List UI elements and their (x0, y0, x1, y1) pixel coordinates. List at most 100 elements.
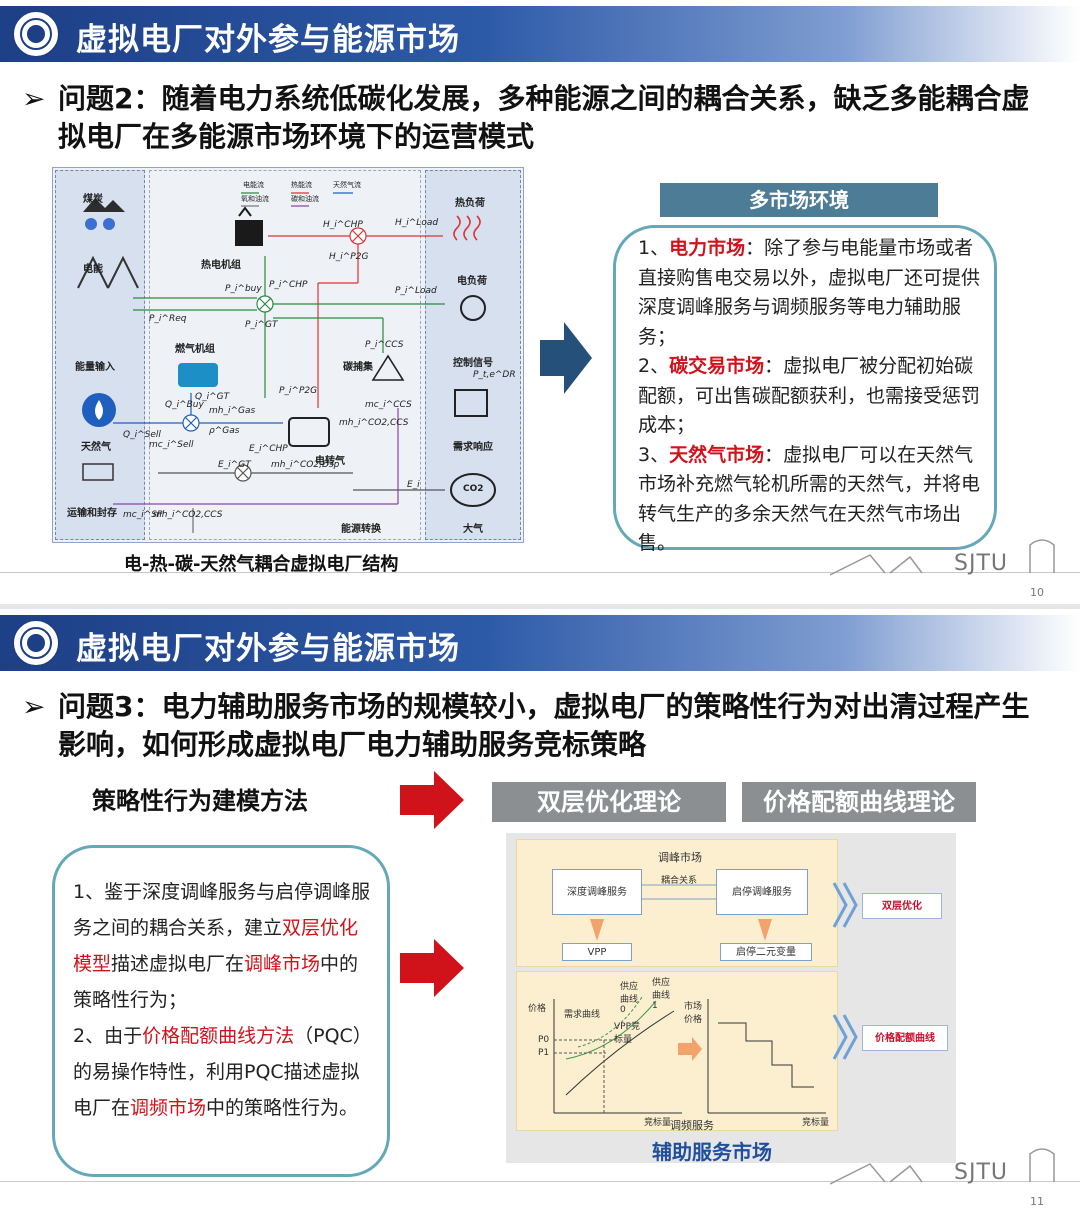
peak-market-label: 调峰市场 (658, 851, 702, 864)
header-bar: 虚拟电厂对外参与能源市场 (0, 6, 1080, 62)
output-column (425, 170, 521, 540)
campus-skyline-icon (830, 539, 1055, 576)
p0-label: P0 (538, 1035, 550, 1045)
legend-gas: 天然气流 (333, 181, 361, 189)
pqc-theory-tag: 价格配额曲线理论 (742, 782, 976, 822)
label-heat-load: 热负荷 (455, 198, 485, 209)
sym-6: P_i^Load (395, 286, 437, 296)
sym-21: mh_i^CO2,CCS (153, 510, 223, 520)
sym-2: H_i^Load (395, 218, 439, 228)
multi-market-tag: 多市场环境 (660, 183, 938, 217)
university-logo-icon (12, 10, 60, 58)
label-ccs: 碳捕集 (343, 362, 373, 373)
label-elec-load: 电负荷 (457, 276, 487, 287)
point-1: 1、鉴于深度调峰服务与启停调峰服务之间的耦合关系，建立双层优化模型描述虚拟电厂在… (73, 881, 371, 1011)
freq-service-label: 调频服务 (670, 1119, 714, 1132)
bid-qty-label: 竞标量 (644, 1118, 672, 1128)
header-bar: 虚拟电厂对外参与能源市场 (0, 615, 1080, 671)
sym-17: mh_i^CO2,CCS (339, 418, 409, 428)
legend-o2: 氧和油流 (241, 195, 269, 203)
label-natural-gas: 天然气 (81, 442, 111, 453)
sym-25: ρ^Gas (209, 426, 240, 436)
sym-co2: CO2 (463, 484, 484, 494)
market-name: 电力市场 (669, 237, 746, 259)
label-gas-turbine: 燃气机组 (175, 344, 215, 355)
label-coal: 煤炭 (83, 194, 103, 205)
market-price-label: 市场价格 (684, 1002, 703, 1025)
sym-15: mh_i^Gas (209, 406, 256, 416)
sym-22: E_i^GT (218, 460, 251, 470)
sym-9: P_i^P2G (279, 386, 318, 396)
slide-separator (0, 604, 1080, 609)
campus-skyline-icon (830, 1148, 1055, 1185)
sym-8: P_i^CCS (365, 340, 404, 350)
modeling-method-title: 策略性行为建模方法 (92, 787, 308, 815)
market-item: 3、天然气市场：虚拟电厂可以在天然气市场补充燃气轮机所需的天然气，并将电转气生产… (638, 443, 981, 555)
sym-24: E_i (407, 480, 420, 490)
supply0-label: 供应曲线0 (620, 982, 639, 1015)
sym-10: P_i^GT (245, 320, 278, 330)
question-block: ➢ 问题3：电力辅助服务市场的规模较小，虚拟电厂的策略性行为对出清过程产生影响，… (22, 688, 1048, 764)
page-number: 10 (1030, 586, 1044, 599)
point-2: 2、由于价格配额曲线方法（PQC）的易操作特性，利用PQC描述虚拟电厂在调频市场… (73, 1025, 372, 1119)
pqc-result-tag: 价格配额曲线 (862, 1025, 948, 1051)
market-name: 碳交易市场 (669, 355, 765, 377)
sym-18: mc_i^CCS (365, 400, 412, 410)
label-energy-conversion: 能源转换 (341, 524, 381, 535)
p1-label: P1 (538, 1048, 550, 1058)
label-demand-response: 需求响应 (453, 442, 493, 453)
sym-3: H_i^P2G (329, 252, 369, 262)
sym-14: Q_i^Sell (123, 430, 161, 440)
university-logo-icon (12, 619, 60, 667)
market-item: 1、电力市场：除了参与电能量市场或者直接购售电交易以外，虚拟电厂还可提供深度调峰… (638, 237, 981, 348)
vpp-bid-label: VPP竞标量 (614, 1022, 641, 1045)
bid-qty2-label: 竞标量 (802, 1118, 830, 1128)
question-block: ➢ 问题2：随着电力系统低碳化发展，多种能源之间的耦合关系，缺乏多能耦合虚拟电厂… (22, 80, 1048, 156)
sjtu-watermark: SJTU (954, 1160, 1008, 1185)
sym-7: P_i^Req (149, 314, 187, 324)
chevron-right-icon (540, 322, 592, 394)
market-description-box: 1、电力市场：除了参与电能量市场或者直接购售电交易以外，虚拟电厂还可提供深度调峰… (613, 225, 997, 554)
legend-elec: 电能流 (243, 181, 264, 189)
slide-title: 虚拟电厂对外参与能源市场 (76, 631, 460, 667)
slide-title: 虚拟电厂对外参与能源市场 (76, 22, 460, 58)
ancillary-market-caption: 辅助服务市场 (652, 1140, 772, 1164)
supply1-label: 供应曲线1 (652, 978, 671, 1011)
vpp-structure-diagram: 煤炭 电能 能量输入 天然气 运输和封存 热电机组 燃气机组 碳捕集 电转气 能… (52, 167, 524, 543)
input-column (55, 170, 145, 540)
sym-19: mc_i^SP (123, 510, 163, 520)
red-arrow-icon (400, 771, 464, 829)
slide-1: 虚拟电厂对外参与能源市场 ➢ 问题2：随着电力系统低碳化发展，多种能源之间的耦合… (0, 0, 1080, 605)
start-stop-box: 启停调峰服务 (716, 869, 808, 915)
market-item: 2、碳交易市场：虚拟电厂被分配初始碳配额，可出售碳配额获利，也需接受惩罚成本； (638, 355, 981, 436)
vpp-box: VPP (562, 943, 632, 961)
sym-5: P_i^CHP (269, 280, 308, 290)
page-number: 11 (1030, 1195, 1044, 1208)
sym-16: mc_i^Sell (149, 440, 194, 450)
sym-20: mh_i^CO2,Dsp (271, 460, 340, 470)
question-text: 问题3：电力辅助服务市场的规模较小，虚拟电厂的策略性行为对出清过程产生影响，如何… (58, 690, 1030, 761)
coupling-label: 耦合关系 (661, 876, 698, 886)
legend-heat: 热能流 (291, 181, 312, 189)
diagram-flows (77, 192, 496, 533)
freq-market-block (516, 971, 838, 1131)
sym-23: E_i^CHP (249, 444, 288, 454)
price-axis-label: 价格 (528, 1004, 547, 1014)
label-chp: 热电机组 (201, 260, 241, 271)
legend-carbon: 碳和油流 (291, 195, 319, 203)
sym-1: H_i^CHP (323, 220, 363, 230)
arrow-bullet-icon: ➢ (22, 690, 46, 723)
diagram-caption: 电-热-碳-天然气耦合虚拟电厂结构 (124, 554, 399, 575)
sym-11: P_t,e^DR (473, 370, 516, 380)
footer-rule (0, 572, 1080, 573)
slide-2: 虚拟电厂对外参与能源市场 ➢ 问题3：电力辅助服务市场的规模较小，虚拟电厂的策略… (0, 609, 1080, 1214)
binary-var-box: 启停二元变量 (720, 943, 812, 961)
figure-shapes (553, 882, 858, 1114)
label-p2g: 电转气 (315, 456, 345, 467)
sjtu-watermark: SJTU (954, 551, 1008, 576)
label-energy-input: 能量输入 (75, 362, 115, 373)
label-atmosphere: 大气 (463, 524, 483, 535)
deep-peak-box: 深度调峰服务 (552, 869, 642, 915)
question-text: 问题2：随着电力系统低碳化发展，多种能源之间的耦合关系，缺乏多能耦合虚拟电厂在多… (58, 82, 1030, 153)
sym-13: Q_i^GT (195, 392, 230, 402)
